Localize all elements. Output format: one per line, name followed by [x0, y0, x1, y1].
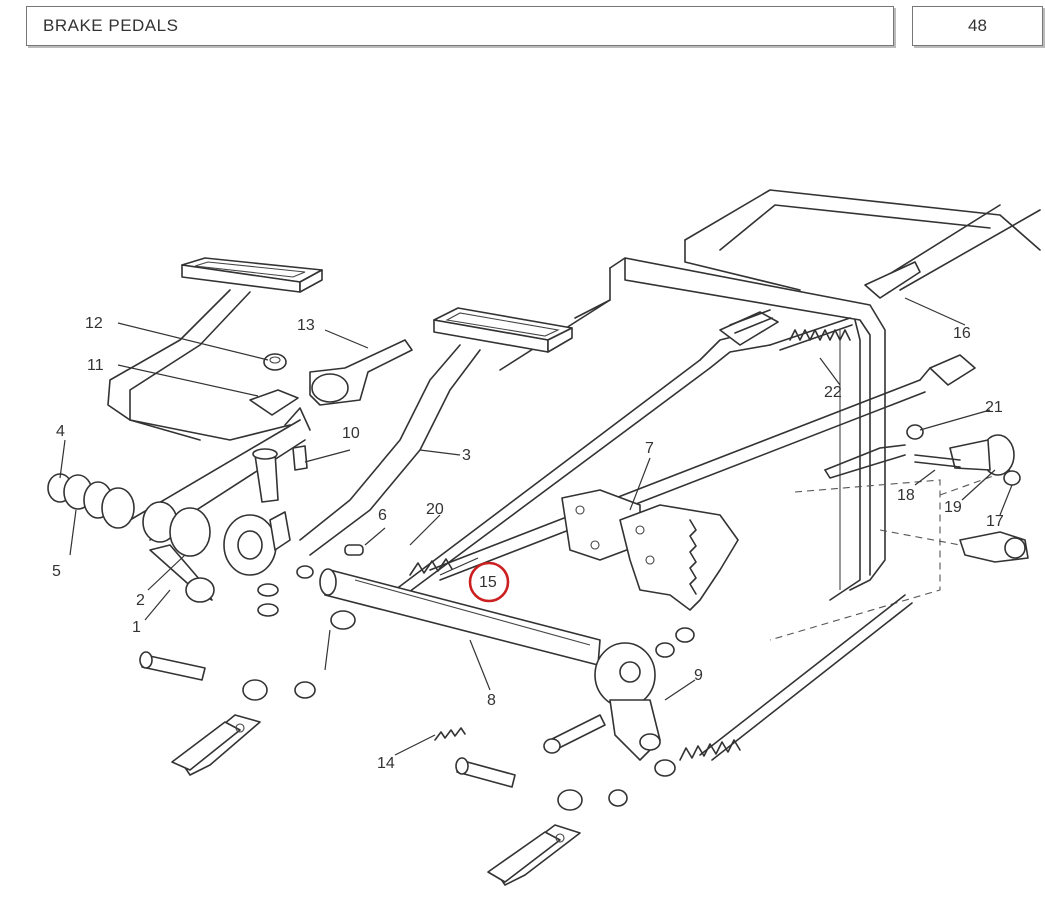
callout-8: 8: [487, 692, 496, 709]
callout-9: 9: [694, 667, 703, 684]
right-linkage-parts: [906, 424, 1029, 563]
cross-shaft: [319, 558, 661, 761]
brake-rods: [394, 309, 976, 761]
callout-labels: 1 2 3 4 5 6 7 8 9 10 11 12 13 14 15 16 1…: [52, 315, 1004, 772]
callout-12: 12: [85, 315, 103, 332]
callout-4: 4: [56, 423, 65, 440]
callout-10: 10: [342, 425, 360, 442]
callout-5: 5: [52, 563, 61, 580]
leader-lines: [59, 297, 1013, 756]
pedal-latch-parts: [249, 339, 413, 503]
callout-22: 22: [824, 384, 842, 401]
ratchet-bracket: [561, 489, 739, 611]
page-title: BRAKE PEDALS: [43, 16, 179, 35]
header-title-box: BRAKE PEDALS: [26, 6, 894, 46]
callout-3: 3: [462, 447, 471, 464]
callout-15: 15: [479, 574, 497, 591]
frame-outline: [499, 189, 1041, 641]
callout-6: 6: [378, 507, 387, 524]
callout-7: 7: [645, 440, 654, 457]
callout-21: 21: [985, 399, 1003, 416]
callout-13: 13: [297, 317, 315, 334]
left-brake-pedal: [107, 257, 323, 441]
callout-16: 16: [953, 325, 971, 342]
callout-17: 17: [986, 513, 1004, 530]
highlight-circle-callout-15: [468, 561, 510, 603]
callout-11: 11: [87, 357, 104, 374]
callout-18: 18: [897, 487, 915, 504]
callout-14: 14: [377, 755, 395, 772]
callout-19: 19: [944, 499, 962, 516]
header-page-box: 48: [912, 6, 1043, 46]
callout-1: 1: [132, 619, 141, 636]
page-number: 48: [968, 16, 987, 35]
pedal-shaft-assembly: [47, 407, 311, 603]
callout-2: 2: [136, 592, 145, 609]
loose-hardware: [139, 544, 695, 886]
callout-20: 20: [426, 501, 444, 518]
